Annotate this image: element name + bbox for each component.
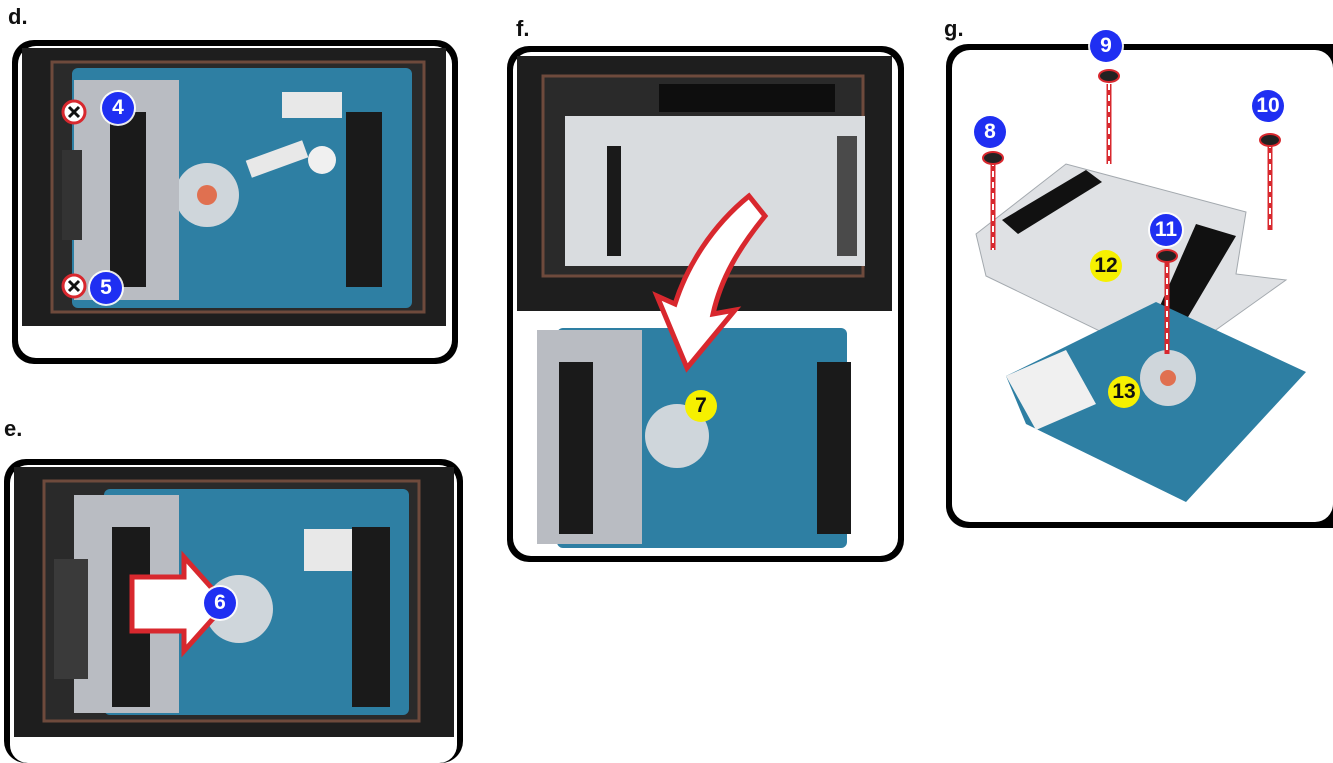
screw-icon bbox=[1259, 133, 1281, 147]
callout-4: 4 bbox=[102, 92, 134, 124]
step-label-f: f. bbox=[516, 16, 530, 41]
drive-bracket-icon bbox=[975, 163, 1288, 365]
callout-11: 11 bbox=[1150, 214, 1182, 246]
callout-6: 6 bbox=[204, 587, 236, 619]
step-label-e: e. bbox=[4, 416, 23, 441]
screw-icon bbox=[1156, 249, 1178, 263]
callout-12: 12 bbox=[1090, 250, 1122, 282]
callout-10: 10 bbox=[1252, 90, 1284, 122]
photo-panel-g: 8 9 10 11 12 13 bbox=[946, 30, 1333, 528]
screw-icon bbox=[982, 151, 1004, 165]
screw-icon bbox=[61, 273, 87, 299]
screw-icon bbox=[1098, 69, 1120, 83]
callout-7: 7 bbox=[685, 390, 717, 422]
hdd-bay-photo-e bbox=[10, 465, 457, 763]
push-arrow-icon bbox=[129, 550, 230, 658]
callout-8: 8 bbox=[974, 116, 1006, 148]
photo-panel-f: 7 bbox=[507, 46, 904, 562]
callout-13: 13 bbox=[1108, 376, 1140, 408]
step-label-g: g. bbox=[944, 16, 964, 41]
hdd-bay-photo-d bbox=[18, 46, 452, 358]
callout-5: 5 bbox=[90, 272, 122, 304]
step-label-d: d. bbox=[8, 4, 28, 29]
callout-9: 9 bbox=[1090, 30, 1122, 62]
screw-icon bbox=[61, 99, 87, 125]
photo-panel-d: 4 5 bbox=[12, 40, 458, 364]
photo-panel-e: 6 bbox=[4, 459, 463, 763]
bracket-exploded-photo-g bbox=[952, 50, 1333, 522]
curved-lift-arrow-icon bbox=[652, 192, 769, 373]
hdd-swap-photo-f bbox=[513, 52, 898, 556]
